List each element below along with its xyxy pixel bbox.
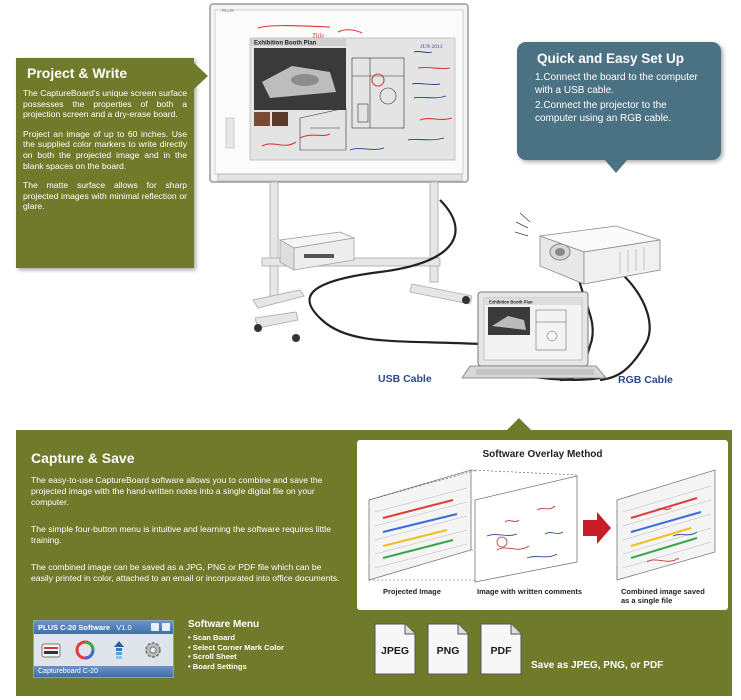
svg-text:Title: Title — [312, 32, 324, 40]
project-write-title: Project & Write — [27, 65, 128, 81]
quick-setup-step-1: 1.Connect the board to the computer with… — [535, 72, 698, 96]
software-version: V1.0 — [116, 623, 132, 632]
quick-setup-title: Quick and Easy Set Up — [537, 51, 685, 66]
corner-mark-color-icon[interactable] — [74, 639, 96, 661]
menu-item-board-settings: • Board Settings — [188, 661, 247, 671]
minimize-icon[interactable] — [151, 623, 159, 631]
svg-text:Exhibition Booth Plan: Exhibition Booth Plan — [254, 41, 317, 47]
projector-illustration — [514, 212, 661, 285]
svg-text:Exhibition Booth Plan: Exhibition Booth Plan — [489, 300, 533, 305]
overlay-diagram — [368, 469, 716, 583]
printer-illustration — [278, 231, 356, 271]
quick-setup-pointer — [604, 159, 628, 173]
quick-setup-panel: Quick and Easy Set Up 1.Connect the boar… — [517, 42, 721, 160]
capture-save-paragraph-3: The combined image can be saved as a JPG… — [31, 562, 340, 583]
gear-icon[interactable] — [142, 639, 164, 661]
software-titlebar: PLUS C-20 Software V1.0 — [34, 621, 173, 634]
capture-save-paragraph-1: The easy-to-use CaptureBoard software al… — [31, 475, 323, 507]
svg-text:JUN 2013: JUN 2013 — [420, 44, 443, 50]
scan-board-icon[interactable] — [40, 639, 62, 661]
software-footer: Captureboard C-20 — [34, 666, 173, 677]
caption-combined-line-1: Combined image saved — [621, 587, 705, 596]
svg-text:PLUS: PLUS — [222, 8, 234, 13]
menu-item-scan-board: • Scan Board — [188, 633, 235, 642]
png-file-icon: PNG — [427, 623, 469, 675]
menu-item-corner-mark: • Select Corner Mark Color — [188, 642, 284, 652]
pdf-file-icon: PDF — [480, 623, 522, 675]
capture-save-paragraph-2: The simple four-button menu is intuitive… — [31, 524, 331, 545]
caption-combined-line-2: as a single file — [621, 596, 673, 605]
scroll-sheet-icon[interactable] — [108, 639, 130, 661]
jpeg-file-icon: JPEG — [374, 623, 416, 675]
project-write-pointer — [194, 63, 208, 89]
projected-image-card — [368, 469, 472, 581]
combined-image-card — [616, 469, 716, 581]
project-write-paragraph-2: Project an image of up to 60 inches. Use… — [23, 128, 187, 171]
close-icon[interactable] — [162, 623, 170, 631]
software-menu-title: Software Menu — [188, 619, 260, 630]
captureboard-illustration: PLUS Exhibition Booth Plan — [209, 3, 469, 183]
overlay-method-panel: Software Overlay Method — [357, 440, 728, 610]
combine-arrow-icon — [583, 512, 611, 544]
capture-save-title: Capture & Save — [31, 450, 135, 466]
software-menu-list: • Scan Board • Select Corner Mark Color … — [188, 633, 284, 671]
menu-item-scroll-sheet: • Scroll Sheet — [188, 652, 237, 662]
project-write-panel: Project & Write The CaptureBoard's uniqu… — [16, 58, 194, 268]
caption-written-comments: Image with written comments — [477, 587, 583, 596]
rgb-cable-label: RGB Cable — [618, 374, 673, 386]
software-window: PLUS C-20 Software V1.0 Captureboard C-2… — [33, 620, 174, 678]
project-write-paragraph-3: The matte surface allows for sharp proje… — [23, 180, 187, 212]
usb-cable-label: USB Cable — [378, 373, 432, 385]
capture-save-pointer — [506, 418, 532, 431]
setup-illustration: PLUS Exhibition Booth Plan — [209, 3, 661, 382]
laptop-illustration: Exhibition Booth Plan — [461, 291, 607, 379]
quick-setup-step-2: 2.Connect the projector to the computer … — [535, 100, 672, 124]
overlay-method-title: Software Overlay Method — [482, 449, 603, 460]
written-comments-card — [474, 475, 578, 583]
save-as-label: Save as JPEG, PNG, or PDF — [531, 660, 664, 671]
caption-projected-image: Projected Image — [383, 587, 441, 596]
project-write-paragraph-1: The CaptureBoard's unique screen surface… — [23, 88, 187, 120]
board-stand — [252, 181, 473, 329]
software-window-title: PLUS C-20 Software — [38, 623, 111, 632]
